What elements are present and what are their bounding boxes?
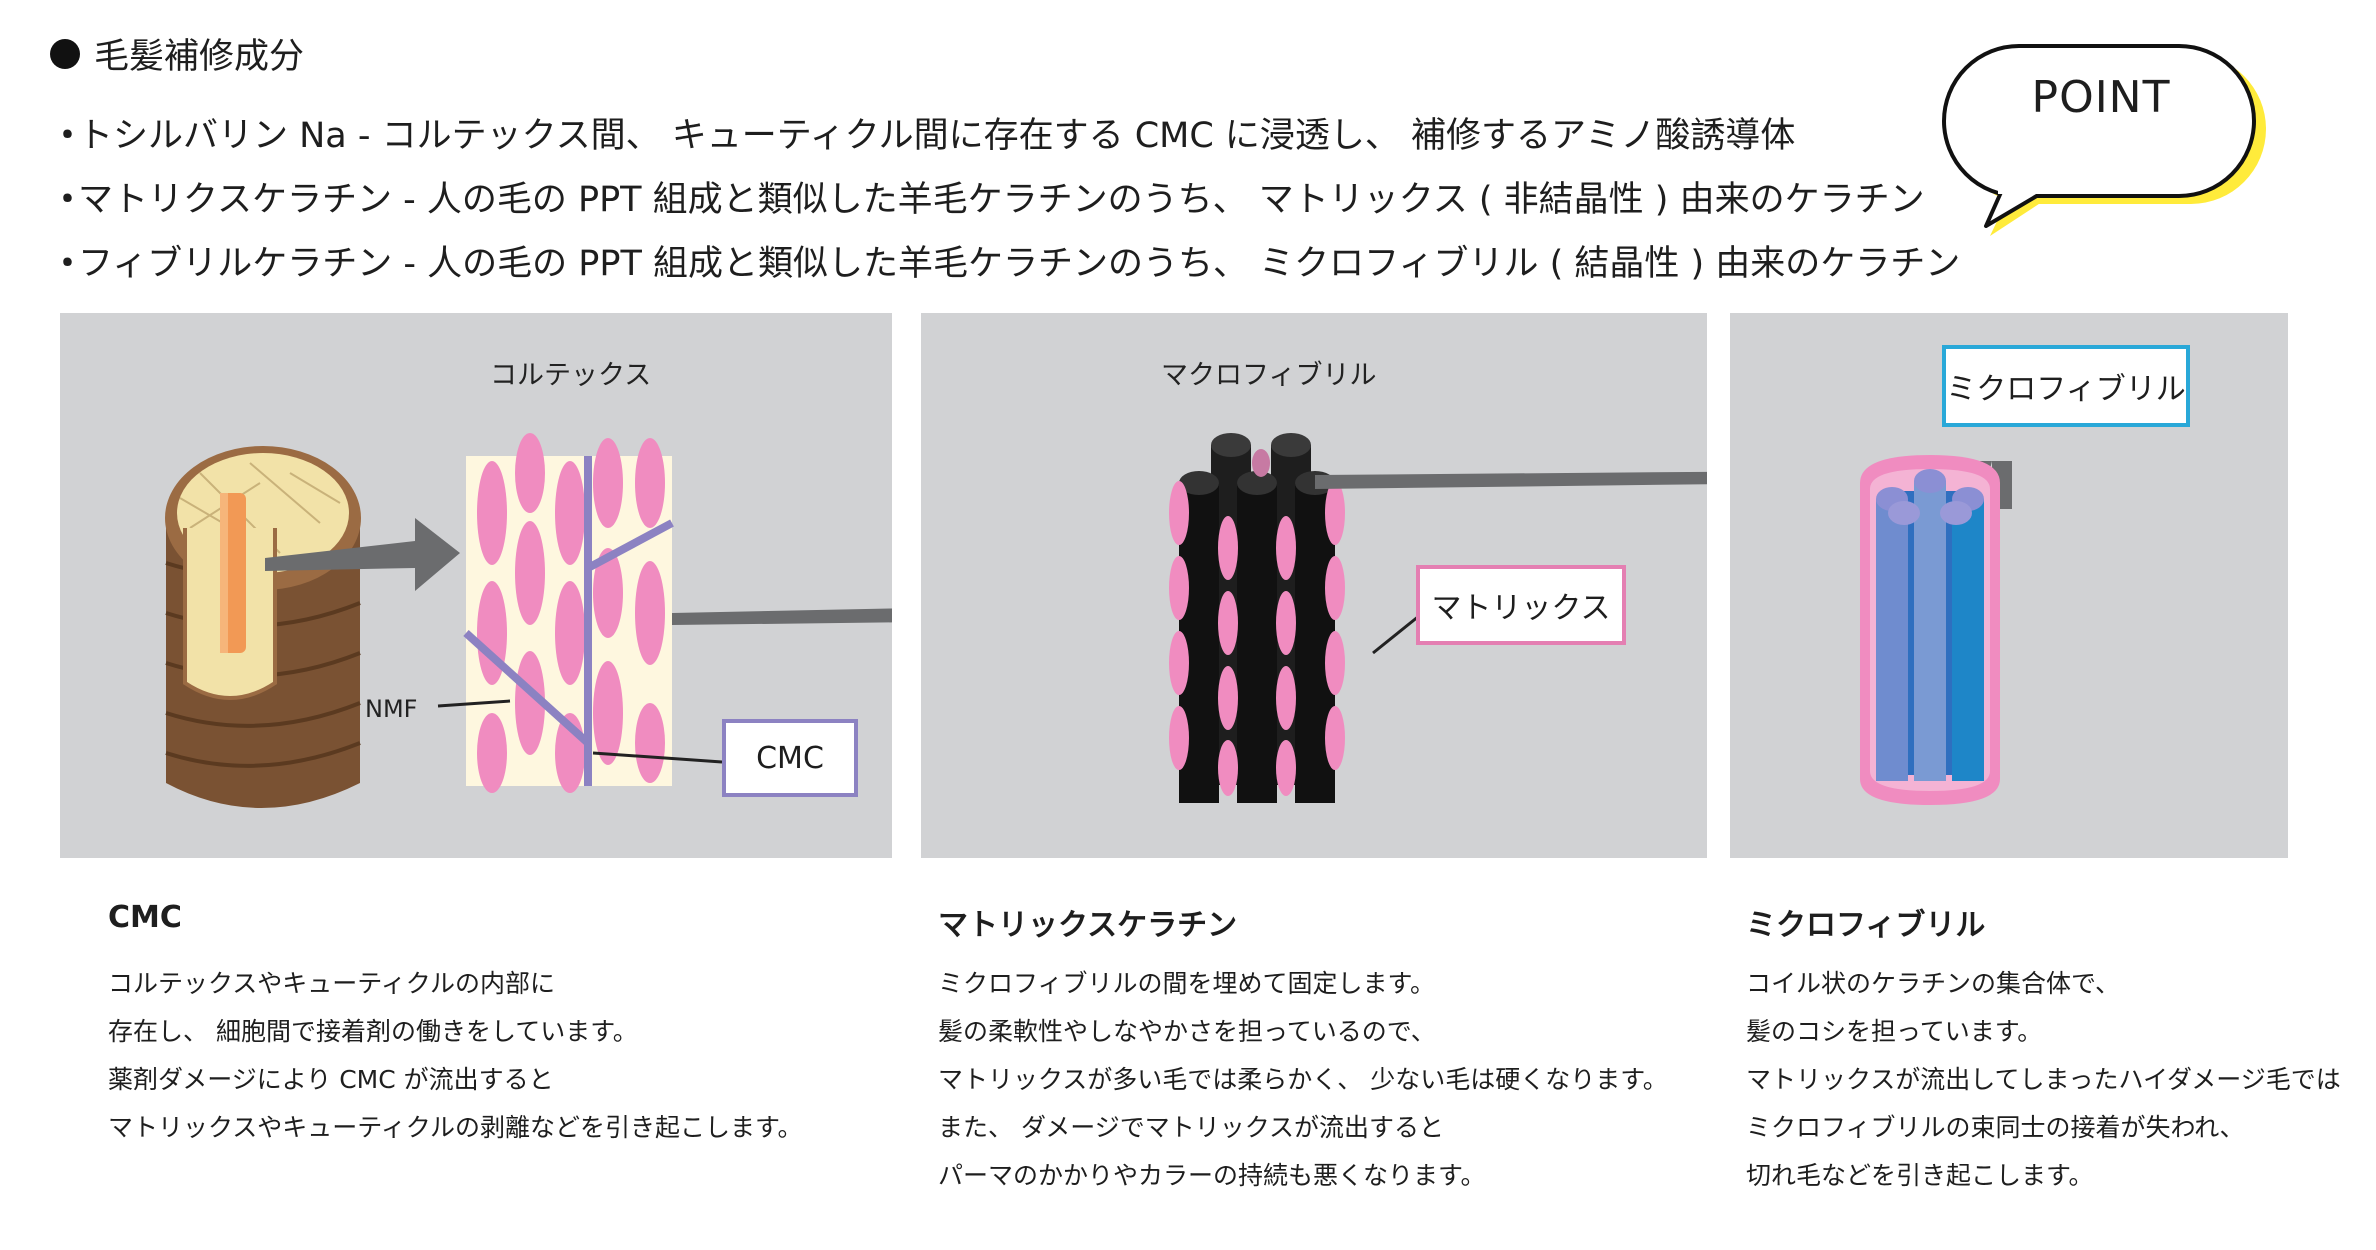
ingredient-list: ・トシルバリン Na - コルテックス間、 キューティクル間に存在する CMC …: [50, 104, 1960, 296]
bullet-dot-icon: [50, 38, 80, 69]
bullet-marker: ・: [50, 180, 86, 220]
cortex-panel: コルテックス NMF CMC: [60, 313, 892, 858]
matrix-callout: マトリックス: [1416, 565, 1626, 645]
bullet-marker: ・: [50, 116, 86, 156]
bullet-marker: ・: [50, 244, 86, 284]
cmc-description: コルテックスやキューティクルの内部に 存在し、 細胞間で接着剤の働きをしています…: [108, 960, 803, 1152]
section-heading: 毛髪補修成分: [50, 28, 304, 79]
macrofibril-label: マクロフィブリル: [1161, 360, 1377, 391]
description-line: マトリックスが流出してしまったハイダメージ毛では: [1746, 1065, 2341, 1094]
cmc-callout: CMC: [722, 719, 858, 797]
microfibril-description: コイル状のケラチンの集合体で、 髪のコシを担っています。 マトリックスが流出して…: [1746, 960, 2341, 1200]
description-line: ミクロフィブリルの間を埋めて固定します。: [938, 969, 1436, 998]
description-line: 髪のコシを担っています。: [1746, 1017, 2043, 1046]
description-line: マトリックスが多い毛では柔らかく、 少ない毛は硬くなります。: [938, 1065, 1668, 1094]
ingredient-item: ・マトリクスケラチン - 人の毛の PPT 組成と類似した羊毛ケラチンのうち、 …: [50, 168, 1960, 232]
microfibril-illustration: [1860, 455, 2012, 805]
cortex-illustration: [165, 433, 892, 808]
point-badge-text: POINT: [2031, 72, 2171, 123]
matrix-keratin-description: ミクロフィブリルの間を埋めて固定します。 髪の柔軟性やしなやかさを担っているので…: [938, 960, 1668, 1200]
description-line: コルテックスやキューティクルの内部に: [108, 969, 556, 998]
description-line: 髪の柔軟性やしなやかさを担っているので、: [938, 1017, 1436, 1046]
description-line: 存在し、 細胞間で接着剤の働きをしています。: [108, 1017, 638, 1046]
description-line: パーマのかかりやカラーの持続も悪くなります。: [938, 1161, 1486, 1190]
macrofibril-illustration: [1169, 433, 1707, 803]
ingredient-item: ・フィブリルケラチン - 人の毛の PPT 組成と類似した羊毛ケラチンのうち、 …: [50, 232, 1960, 296]
description-line: ミクロフィブリルの束同士の接着が失われ、: [1746, 1113, 2245, 1142]
cmc-description-title: CMC: [108, 900, 182, 935]
microfibril-description-title: ミクロフィブリル: [1746, 908, 1986, 943]
section-heading-text: 毛髪補修成分: [94, 37, 305, 77]
nmf-label: NMF: [365, 695, 418, 723]
ingredient-text: マトリクスケラチン - 人の毛の PPT 組成と類似した羊毛ケラチンのうち、 マ…: [78, 180, 1925, 220]
ingredient-text: フィブリルケラチン - 人の毛の PPT 組成と類似した羊毛ケラチンのうち、 ミ…: [78, 244, 1961, 284]
point-speech-bubble-icon: [1942, 44, 2266, 236]
microfibril-panel: ミクロフィブリル: [1730, 313, 2288, 858]
cortex-label: コルテックス: [490, 360, 652, 391]
microfibril-callout: ミクロフィブリル: [1942, 345, 2190, 427]
description-line: 切れ毛などを引き起こします。: [1746, 1161, 2094, 1190]
description-line: マトリックスやキューティクルの剥離などを引き起こします。: [108, 1113, 803, 1142]
description-line: コイル状のケラチンの集合体で、: [1746, 969, 2121, 998]
ingredient-item: ・トシルバリン Na - コルテックス間、 キューティクル間に存在する CMC …: [50, 104, 1960, 168]
matrix-keratin-description-title: マトリックスケラチン: [938, 908, 1238, 943]
ingredient-text: トシルバリン Na - コルテックス間、 キューティクル間に存在する CMC に…: [78, 116, 1796, 156]
description-line: 薬剤ダメージにより CMC が流出すると: [108, 1065, 554, 1094]
macrofibril-panel: マクロフィブリル マトリックス: [921, 313, 1707, 858]
description-line: また、 ダメージでマトリックスが流出すると: [938, 1113, 1444, 1142]
